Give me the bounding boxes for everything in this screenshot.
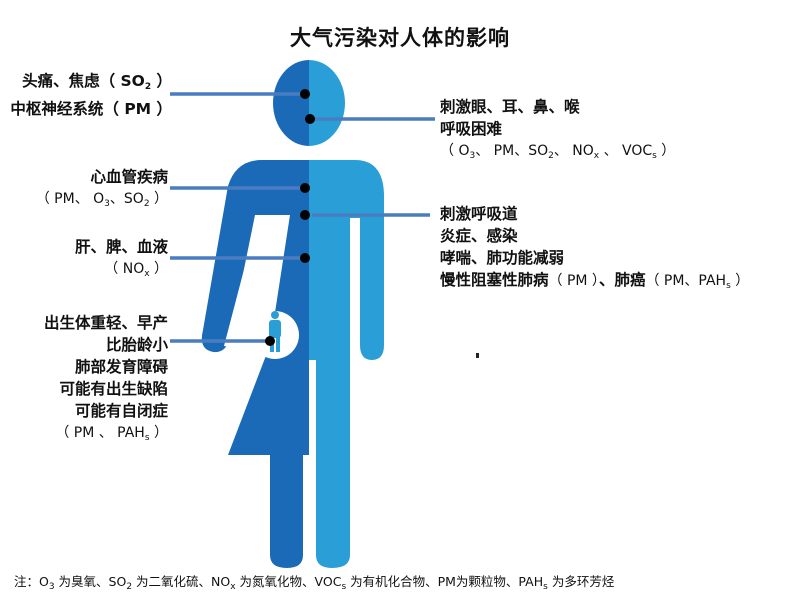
label-cardiovascular: 心血管疾病 （ PM、 O3、SO2 ） — [35, 168, 168, 209]
marker-dots — [265, 89, 315, 346]
male-body-icon — [309, 160, 384, 568]
pointer-lines — [170, 92, 435, 343]
footnote: 注：O3 为臭氧、SO2 为二氧化硫、NOx 为氮氧化物、VOCs 为有机化合物… — [14, 574, 615, 592]
diagram-title: 大气污染对人体的影响 — [290, 26, 510, 50]
label-head: 头痛、焦虑（ SO2 ） 中枢神经系统（ PM ） — [10, 72, 172, 118]
fetus-icon — [251, 311, 299, 359]
label-respiratory: 刺激呼吸道 炎症、感染 哮喘、肺功能减弱 慢性阻塞性肺病（ PM ）、肺癌（ P… — [440, 205, 750, 291]
female-body-icon — [201, 160, 309, 568]
label-liver-spleen-blood: 肝、脾、血液 （ NOx ） — [74, 238, 168, 279]
label-fetus: 出生体重轻、早产 比胎龄小 肺部发育障碍 可能有出生缺陷 可能有自闭症 （ PM… — [43, 314, 168, 443]
stray-mark — [476, 353, 479, 358]
label-eyes-ears-nose-throat: 刺激眼、耳、鼻、喉 呼吸困难 （ O3、 PM、SO2、 NOx 、 VOCs … — [440, 98, 676, 161]
head-icon — [273, 60, 345, 146]
